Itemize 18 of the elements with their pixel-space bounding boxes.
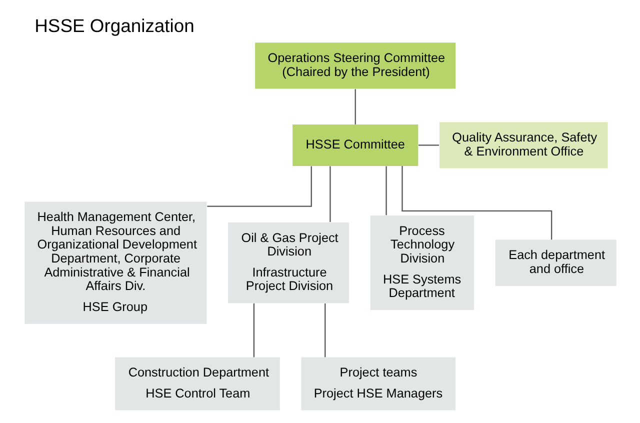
- node-box: Health Management Center, Human Resources and Organizational Development Department, Corporate Administrative & Financial Affairs Div. HSE Group: [24, 202, 206, 324]
- node-box: HSSE Committee: [292, 124, 418, 166]
- connector: [385, 166, 386, 216]
- node-box: Project teams Project HSE Managers: [300, 357, 456, 410]
- connector: [418, 144, 439, 146]
- connector: [354, 89, 356, 124]
- node-box: Construction Department HSE Control Team: [114, 357, 280, 410]
- connector: [206, 166, 312, 207]
- node-box: Oil & Gas Project Division Infrastructure Project Division: [228, 222, 349, 304]
- connector: [401, 166, 552, 240]
- connector: [324, 303, 326, 358]
- connector: [329, 166, 330, 222]
- node-box: Each department and office: [494, 240, 616, 286]
- node-box: Process Technology Division HSE Systems Department: [370, 216, 474, 310]
- connector: [252, 303, 254, 358]
- node-box: Operations Steering Committee (Chaired by the President): [254, 42, 456, 89]
- node-box: Quality Assurance, Safety & Environment Office: [439, 122, 608, 168]
- diagram-title: HSSE Organization: [34, 15, 194, 36]
